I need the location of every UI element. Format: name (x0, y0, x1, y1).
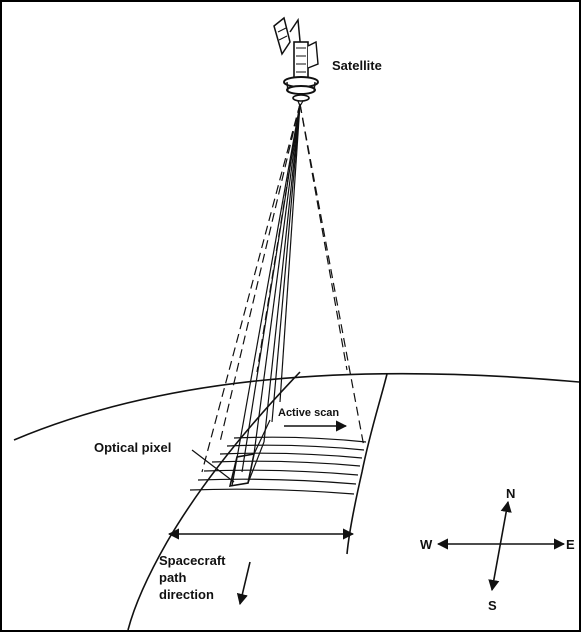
swath-right-edge (346, 373, 388, 555)
compass-rose (436, 500, 566, 592)
earth-horizon (13, 372, 579, 441)
spacecraft-direction-arrow (236, 561, 251, 606)
compass-south-label: S (488, 598, 497, 613)
active-scan-label: Active scan (278, 407, 339, 419)
scan-lines (189, 436, 367, 495)
compass-east-label: E (566, 537, 575, 552)
view-cone-solid (231, 103, 301, 487)
satellite-icon (273, 16, 319, 108)
optical-pixel-label: Optical pixel (94, 440, 171, 455)
spacecraft-path-label-line2: path (159, 570, 187, 585)
satellite-label: Satellite (332, 58, 382, 73)
compass-west-label: W (420, 537, 433, 552)
optical-pixel-leader (191, 449, 235, 483)
spacecraft-path-label-line3: direction (159, 587, 214, 602)
swath-left-edge (127, 371, 301, 630)
spacecraft-path-label-line1: Spacecraft (159, 553, 226, 568)
compass-north-label: N (506, 486, 515, 501)
